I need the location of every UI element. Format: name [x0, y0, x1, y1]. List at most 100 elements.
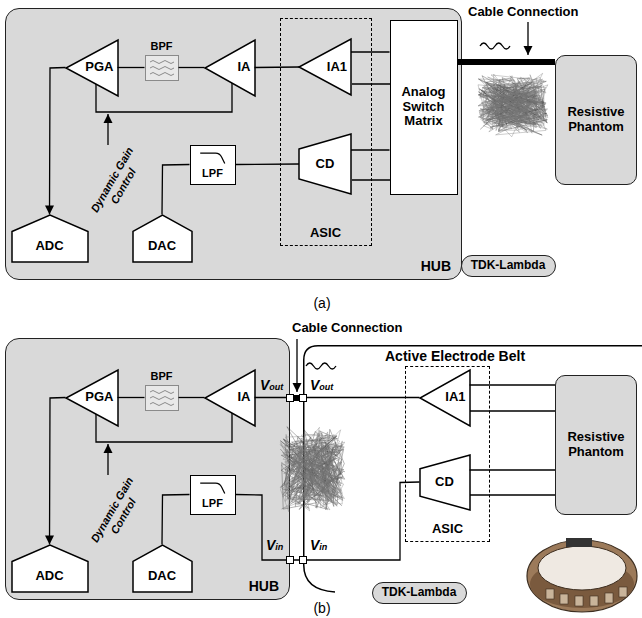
signal-connector — [179, 397, 205, 398]
signal-connector — [50, 398, 66, 545]
signal-wire — [352, 179, 390, 180]
node-label: ADC — [35, 569, 63, 584]
triangle-shape-outline — [205, 370, 255, 426]
label-holder: Vout — [260, 376, 283, 394]
wave-symbol — [306, 363, 336, 369]
signal-connector — [50, 68, 66, 215]
noise-group — [280, 73, 548, 512]
signal-connector — [162, 165, 190, 215]
filter-box — [145, 55, 178, 80]
lowpass-filter: LPF — [190, 475, 236, 515]
filter-wave — [150, 390, 174, 393]
signal-connector — [179, 67, 205, 68]
label-holder: (b) — [302, 600, 342, 617]
bandpass-filter: BPF — [145, 385, 179, 411]
port-square — [300, 395, 307, 402]
node-label: Active Electrode Belt — [385, 348, 525, 364]
lowpass-curve — [200, 483, 225, 493]
node-label: ADC — [35, 239, 63, 254]
signal-connector — [351, 51, 390, 52]
electrode-pad — [575, 596, 583, 606]
gain-arrow — [107, 114, 108, 145]
noise-source-tag: TDK-Lambda — [461, 255, 556, 277]
belt-connector — [566, 538, 592, 547]
noise-scribble — [478, 75, 548, 132]
lowpass-filter: LPF — [190, 145, 236, 185]
signal-name: Vin — [310, 538, 327, 553]
node-label: ASIC — [432, 522, 463, 537]
ports — [287, 395, 307, 564]
electrode-pad — [605, 593, 613, 603]
signal-connector — [118, 67, 145, 68]
switch-matrix: Analog Switch Matrix — [390, 20, 458, 195]
pentagon-shape-outline — [12, 215, 88, 262]
node-label: HUB — [421, 258, 451, 274]
amplifier-triangle: IA — [205, 370, 255, 426]
signal-connector — [470, 384, 556, 385]
caption-label: Cable Connection — [292, 320, 422, 336]
node-label: ASIC — [310, 226, 341, 241]
caption-label: (a) — [302, 295, 342, 312]
filter-wave — [150, 72, 174, 75]
belt-photo-inside — [538, 546, 626, 590]
callout-arrow — [296, 339, 297, 392]
filter-wave — [150, 60, 174, 63]
node-label: PGA — [85, 390, 113, 405]
triangle-shape-outline — [66, 370, 118, 426]
node-label: IA — [238, 60, 251, 75]
label-holder: Cable Connection — [292, 320, 422, 336]
lowpass-curve — [200, 153, 225, 163]
signal-connector — [162, 495, 190, 545]
node-label: LPF — [202, 167, 223, 180]
connector-group — [50, 52, 556, 560]
amplifier-triangle: PGA — [66, 40, 118, 96]
resistive-phantom: Resistive Phantom — [555, 55, 637, 185]
trapezoid-shape-outline — [420, 455, 470, 510]
callout-arrow — [527, 22, 528, 55]
wiring — [96, 22, 555, 495]
triangle-shape-outline — [205, 40, 255, 96]
node-label: HUB — [249, 578, 279, 594]
signal-wire — [470, 494, 555, 495]
signal-connector — [255, 397, 420, 398]
node-label: DAC — [148, 239, 176, 254]
triangle-shape-outline — [299, 39, 351, 95]
trapezoid-shape-outline — [299, 134, 351, 194]
node-label: IA1 — [445, 390, 465, 405]
belt-photo-ring — [527, 540, 637, 612]
signal-name: Vout — [260, 378, 283, 393]
amplifier-triangle: IA — [205, 40, 255, 96]
node-label: TDK-Lambda — [471, 259, 546, 273]
pentagon-shape-outline — [133, 545, 192, 592]
filter-symbol — [145, 385, 179, 411]
caption-label: (b) — [302, 600, 342, 617]
electrode-pad — [590, 596, 598, 606]
dac-block: DAC — [133, 545, 192, 592]
signal-connector — [236, 163, 300, 165]
node-label: BPF — [151, 370, 173, 383]
label-holder: Vout — [310, 376, 333, 394]
node-label: TDK-Lambda — [382, 586, 457, 600]
resistive-phantom: Resistive Phantom — [555, 375, 637, 515]
port-square — [300, 557, 307, 564]
signal-name: Vout — [310, 378, 333, 393]
filter-box — [145, 385, 178, 410]
triangle-shape-outline — [420, 370, 470, 426]
pentagon-shape-outline — [133, 215, 192, 262]
belt-photo — [527, 538, 637, 612]
dac-block: DAC — [133, 215, 192, 262]
signal-connector — [470, 469, 556, 470]
pentagon-shape-outline — [12, 545, 88, 592]
amplifier-triangle: PGA — [66, 370, 118, 426]
label-holder: (a) — [302, 295, 342, 312]
noise-scribble — [478, 73, 548, 137]
node-label: Analog Switch Matrix — [393, 85, 455, 130]
electrode-pad — [619, 587, 627, 597]
signal-connector — [236, 482, 420, 560]
signal-wire — [352, 83, 390, 84]
wave-symbol — [480, 43, 510, 49]
label-holder: Cable Connection — [468, 4, 590, 20]
current-driver: CD — [299, 134, 351, 194]
belt-outline-path — [304, 346, 642, 592]
hub-enclosure: HUB PGA BPF IA ADC DAC LPF — [5, 338, 290, 600]
